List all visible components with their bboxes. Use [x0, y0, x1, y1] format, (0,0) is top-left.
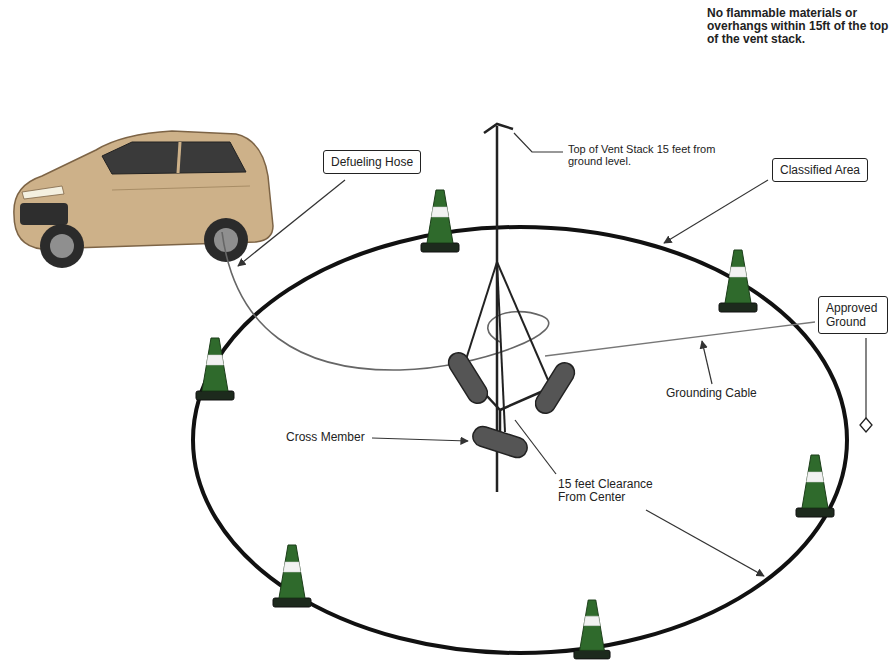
- car-crease: [112, 186, 250, 190]
- stack-tee: [484, 124, 513, 133]
- traffic-cone: [421, 190, 459, 252]
- car-rim: [50, 234, 74, 258]
- leader-line: [664, 180, 768, 243]
- classified-area-outline: [193, 227, 847, 653]
- leader-line: [515, 420, 556, 474]
- callout-box: Approved Ground: [818, 296, 888, 334]
- car-wheel: [40, 224, 84, 268]
- tripod-leg: [497, 262, 548, 380]
- traffic-cone: [196, 338, 234, 400]
- callout-text: Approved Ground: [826, 301, 880, 329]
- callout-box: Classified Area: [772, 158, 868, 182]
- ballast-cylinder: [532, 359, 579, 417]
- leader-line: [372, 438, 468, 441]
- safety-note: No flammable materials or overhangs with…: [705, 6, 893, 47]
- fuel-cell-vehicle: [14, 131, 273, 268]
- car-window: [102, 142, 246, 174]
- traffic-cone: [273, 545, 311, 607]
- ground-symbol: [860, 418, 872, 432]
- car-pillar: [178, 142, 180, 173]
- callout-box: Defueling Hose: [323, 150, 421, 174]
- traffic-cone: [719, 250, 757, 312]
- leader-line: [646, 510, 764, 576]
- grounding-cable: [545, 322, 815, 356]
- car-headlight: [22, 186, 64, 199]
- leader-line: [238, 180, 345, 266]
- dimension-label: 15 feet Clearance From Center: [556, 477, 668, 505]
- car-grille: [20, 203, 68, 225]
- ballast-cylinder: [470, 424, 529, 460]
- car-rim: [214, 228, 238, 252]
- callout-text: Defueling Hose: [331, 155, 413, 169]
- leader-line: [702, 341, 712, 384]
- ground-lead: [865, 338, 866, 418]
- leader-line: [514, 133, 563, 152]
- traffic-cone: [796, 455, 834, 517]
- traffic-cone: [574, 600, 610, 659]
- part-label: Top of Vent Stack 15 feet from ground le…: [566, 142, 728, 168]
- part-label: Cross Member: [284, 430, 367, 445]
- tripod-leg: [462, 262, 497, 372]
- ballast-cylinder: [445, 349, 492, 407]
- vent-stack: [445, 124, 579, 492]
- callout-text: Classified Area: [780, 163, 860, 177]
- part-label: Grounding Cable: [664, 386, 759, 401]
